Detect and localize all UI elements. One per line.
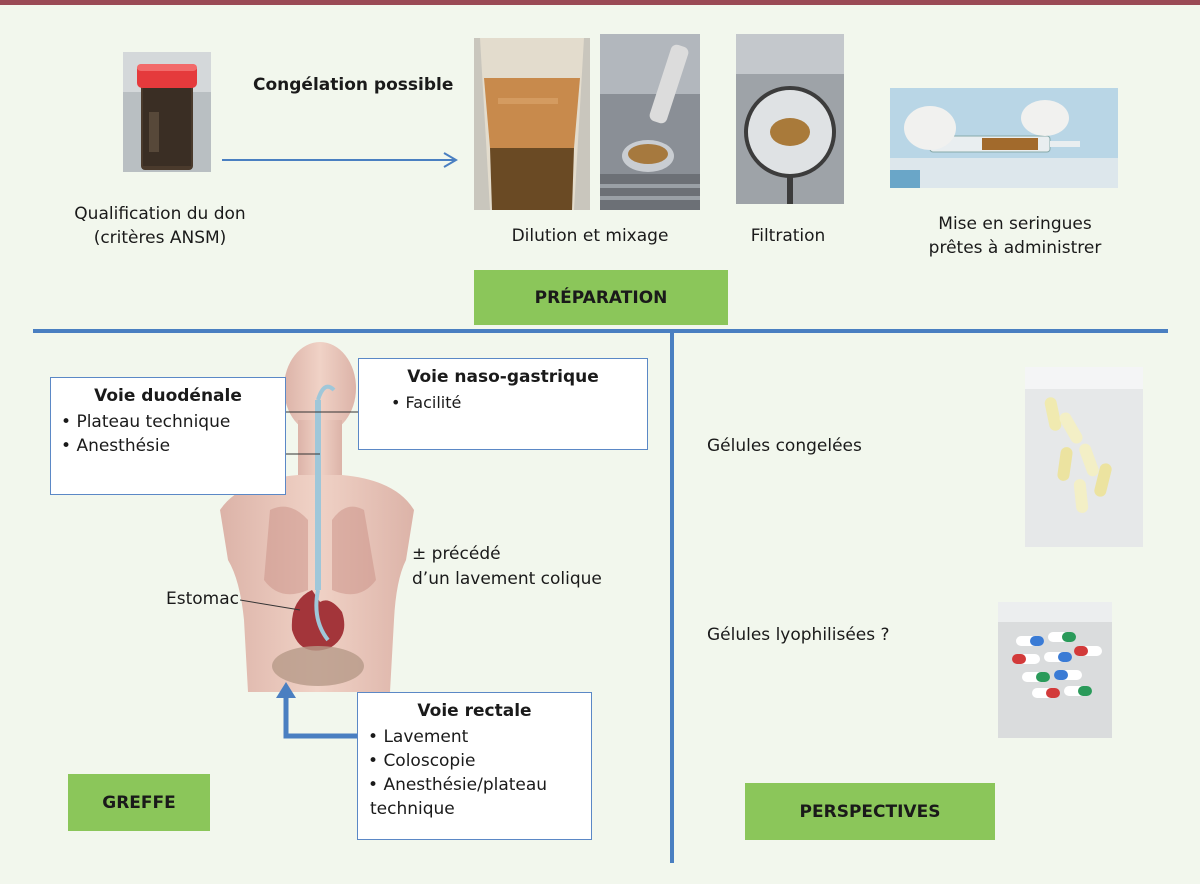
mixing-photo bbox=[600, 34, 700, 210]
donation-jar-photo bbox=[123, 52, 211, 172]
horizontal-divider bbox=[33, 329, 1168, 333]
duodenal-route-title: Voie duodénale bbox=[94, 386, 242, 406]
syringe-caption: Mise en seringues prêtes à administrer bbox=[928, 214, 1102, 258]
nasogastric-route-list: Facilité bbox=[359, 391, 647, 415]
frozen-capsules-photo bbox=[1025, 367, 1143, 547]
greffe-label: GREFFE bbox=[68, 774, 210, 831]
freezing-note: Congélation possible bbox=[253, 75, 454, 95]
preparation-arrow bbox=[222, 152, 458, 168]
list-item: Lavement bbox=[368, 725, 591, 749]
duodenal-route-list: Plateau technique Anesthésie bbox=[51, 410, 285, 458]
dilution-caption: Dilution et mixage bbox=[511, 226, 669, 246]
rectal-route-arrow bbox=[276, 682, 358, 739]
top-border bbox=[0, 0, 1200, 5]
nasogastric-route-title: Voie naso-gastrique bbox=[407, 367, 599, 387]
list-item: Coloscopie bbox=[368, 749, 591, 773]
list-item: Anesthésie/plateau bbox=[368, 773, 591, 797]
duodenal-route-box: Voie duodénale Plateau technique Anesthé… bbox=[50, 377, 286, 495]
filtration-caption: Filtration bbox=[750, 226, 826, 246]
enema-note: ± précédé d’un lavement colique bbox=[412, 544, 602, 589]
list-item: Plateau technique bbox=[61, 410, 285, 434]
perspectives-label: PERSPECTIVES bbox=[745, 783, 995, 840]
preparation-label: PRÉPARATION bbox=[474, 270, 728, 325]
rectal-route-title: Voie rectale bbox=[417, 701, 532, 721]
rectal-route-list: Lavement Coloscopie Anesthésie/plateau bbox=[358, 725, 591, 797]
vertical-divider bbox=[670, 333, 674, 863]
frozen-capsules-label: Gélules congelées bbox=[707, 436, 862, 456]
connector-lines bbox=[240, 411, 358, 611]
list-item: Facilité bbox=[391, 391, 647, 415]
anatomy-illustration bbox=[200, 340, 430, 692]
filtration-photo bbox=[736, 34, 844, 204]
rectal-route-box: Voie rectale Lavement Coloscopie Anesthé… bbox=[357, 692, 592, 840]
stomach-label: Estomac bbox=[166, 589, 239, 609]
dilution-beaker-photo bbox=[474, 38, 590, 210]
lyophilized-capsules-label: Gélules lyophilisées ? bbox=[707, 625, 890, 645]
nasogastric-route-box: Voie naso-gastrique Facilité bbox=[358, 358, 648, 450]
list-item-continuation: technique bbox=[370, 799, 455, 819]
list-item: Anesthésie bbox=[61, 434, 285, 458]
syringe-photo bbox=[890, 88, 1118, 188]
qualification-caption: Qualification du don (critères ANSM) bbox=[74, 204, 246, 248]
lyophilized-capsules-photo bbox=[998, 602, 1112, 738]
